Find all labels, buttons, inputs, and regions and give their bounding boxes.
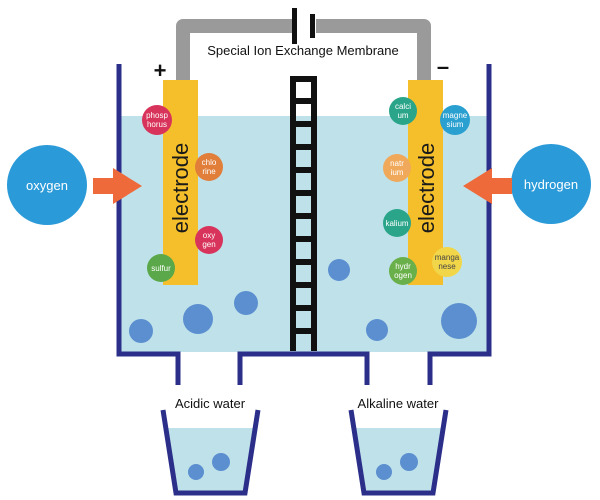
acidic-water-label: Acidic water	[175, 396, 246, 411]
svg-text:ogen: ogen	[394, 271, 412, 280]
tank-outline	[116, 64, 492, 385]
hydrogen-source: hydrogen	[511, 144, 591, 224]
ion-magnesium: magne sium	[440, 105, 470, 135]
oxygen-source: oxygen	[7, 145, 87, 225]
left-electrode: electrode	[163, 80, 198, 285]
ion-calcium: calci um	[389, 97, 417, 125]
svg-text:sulfur: sulfur	[151, 264, 171, 273]
left-electrode-label: electrode	[168, 143, 193, 234]
ion-phosphorus: phosp horus	[142, 105, 172, 135]
right-arrow-icon	[93, 168, 142, 204]
left-arrow-icon	[463, 168, 512, 204]
membrane-label: Special Ion Exchange Membrane	[207, 43, 399, 58]
ion-chlorine: chlo rine	[195, 153, 223, 181]
hydrogen-label: hydrogen	[524, 177, 578, 192]
tank-bubbles	[129, 259, 477, 343]
alkaline-water-cup	[348, 408, 449, 496]
svg-text:rine: rine	[202, 167, 216, 176]
ion-exchange-membrane	[290, 76, 317, 351]
right-electrode-label: electrode	[414, 143, 439, 234]
svg-text:manga: manga	[435, 253, 460, 262]
ion-oxygen: oxy gen	[195, 226, 223, 254]
ion-sulfur: sulfur	[147, 254, 175, 282]
ion-sodium: natr ium	[383, 154, 411, 182]
right-ion-group: calci um magne sium natr ium kalium hydr…	[383, 97, 470, 285]
ion-manganese: manga nese	[432, 247, 462, 277]
positive-terminal: +	[154, 58, 167, 83]
left-ion-group: phosp horus chlo rine oxy gen sulfur	[142, 105, 223, 282]
svg-text:sium: sium	[447, 120, 464, 129]
svg-text:ium: ium	[391, 168, 404, 177]
battery-icon	[292, 8, 315, 44]
svg-text:horus: horus	[147, 120, 167, 129]
svg-text:phosp: phosp	[146, 111, 168, 120]
svg-text:um: um	[397, 111, 408, 120]
svg-text:calci: calci	[395, 102, 411, 111]
alkaline-water-label: Alkaline water	[358, 396, 440, 411]
svg-text:chlo: chlo	[202, 158, 217, 167]
svg-text:nese: nese	[438, 262, 456, 271]
svg-text:hydr: hydr	[395, 262, 411, 271]
ion-potassium: kalium	[383, 209, 411, 237]
svg-text:natr: natr	[390, 159, 404, 168]
svg-text:gen: gen	[202, 240, 215, 249]
oxygen-label: oxygen	[26, 178, 68, 193]
svg-text:kalium: kalium	[385, 219, 408, 228]
circuit-wire	[176, 19, 431, 88]
svg-text:oxy: oxy	[203, 231, 215, 240]
acidic-water-cup	[160, 408, 261, 496]
negative-terminal: –	[437, 54, 449, 79]
ion-hydrogen: hydr ogen	[389, 257, 417, 285]
svg-text:magne: magne	[443, 111, 468, 120]
